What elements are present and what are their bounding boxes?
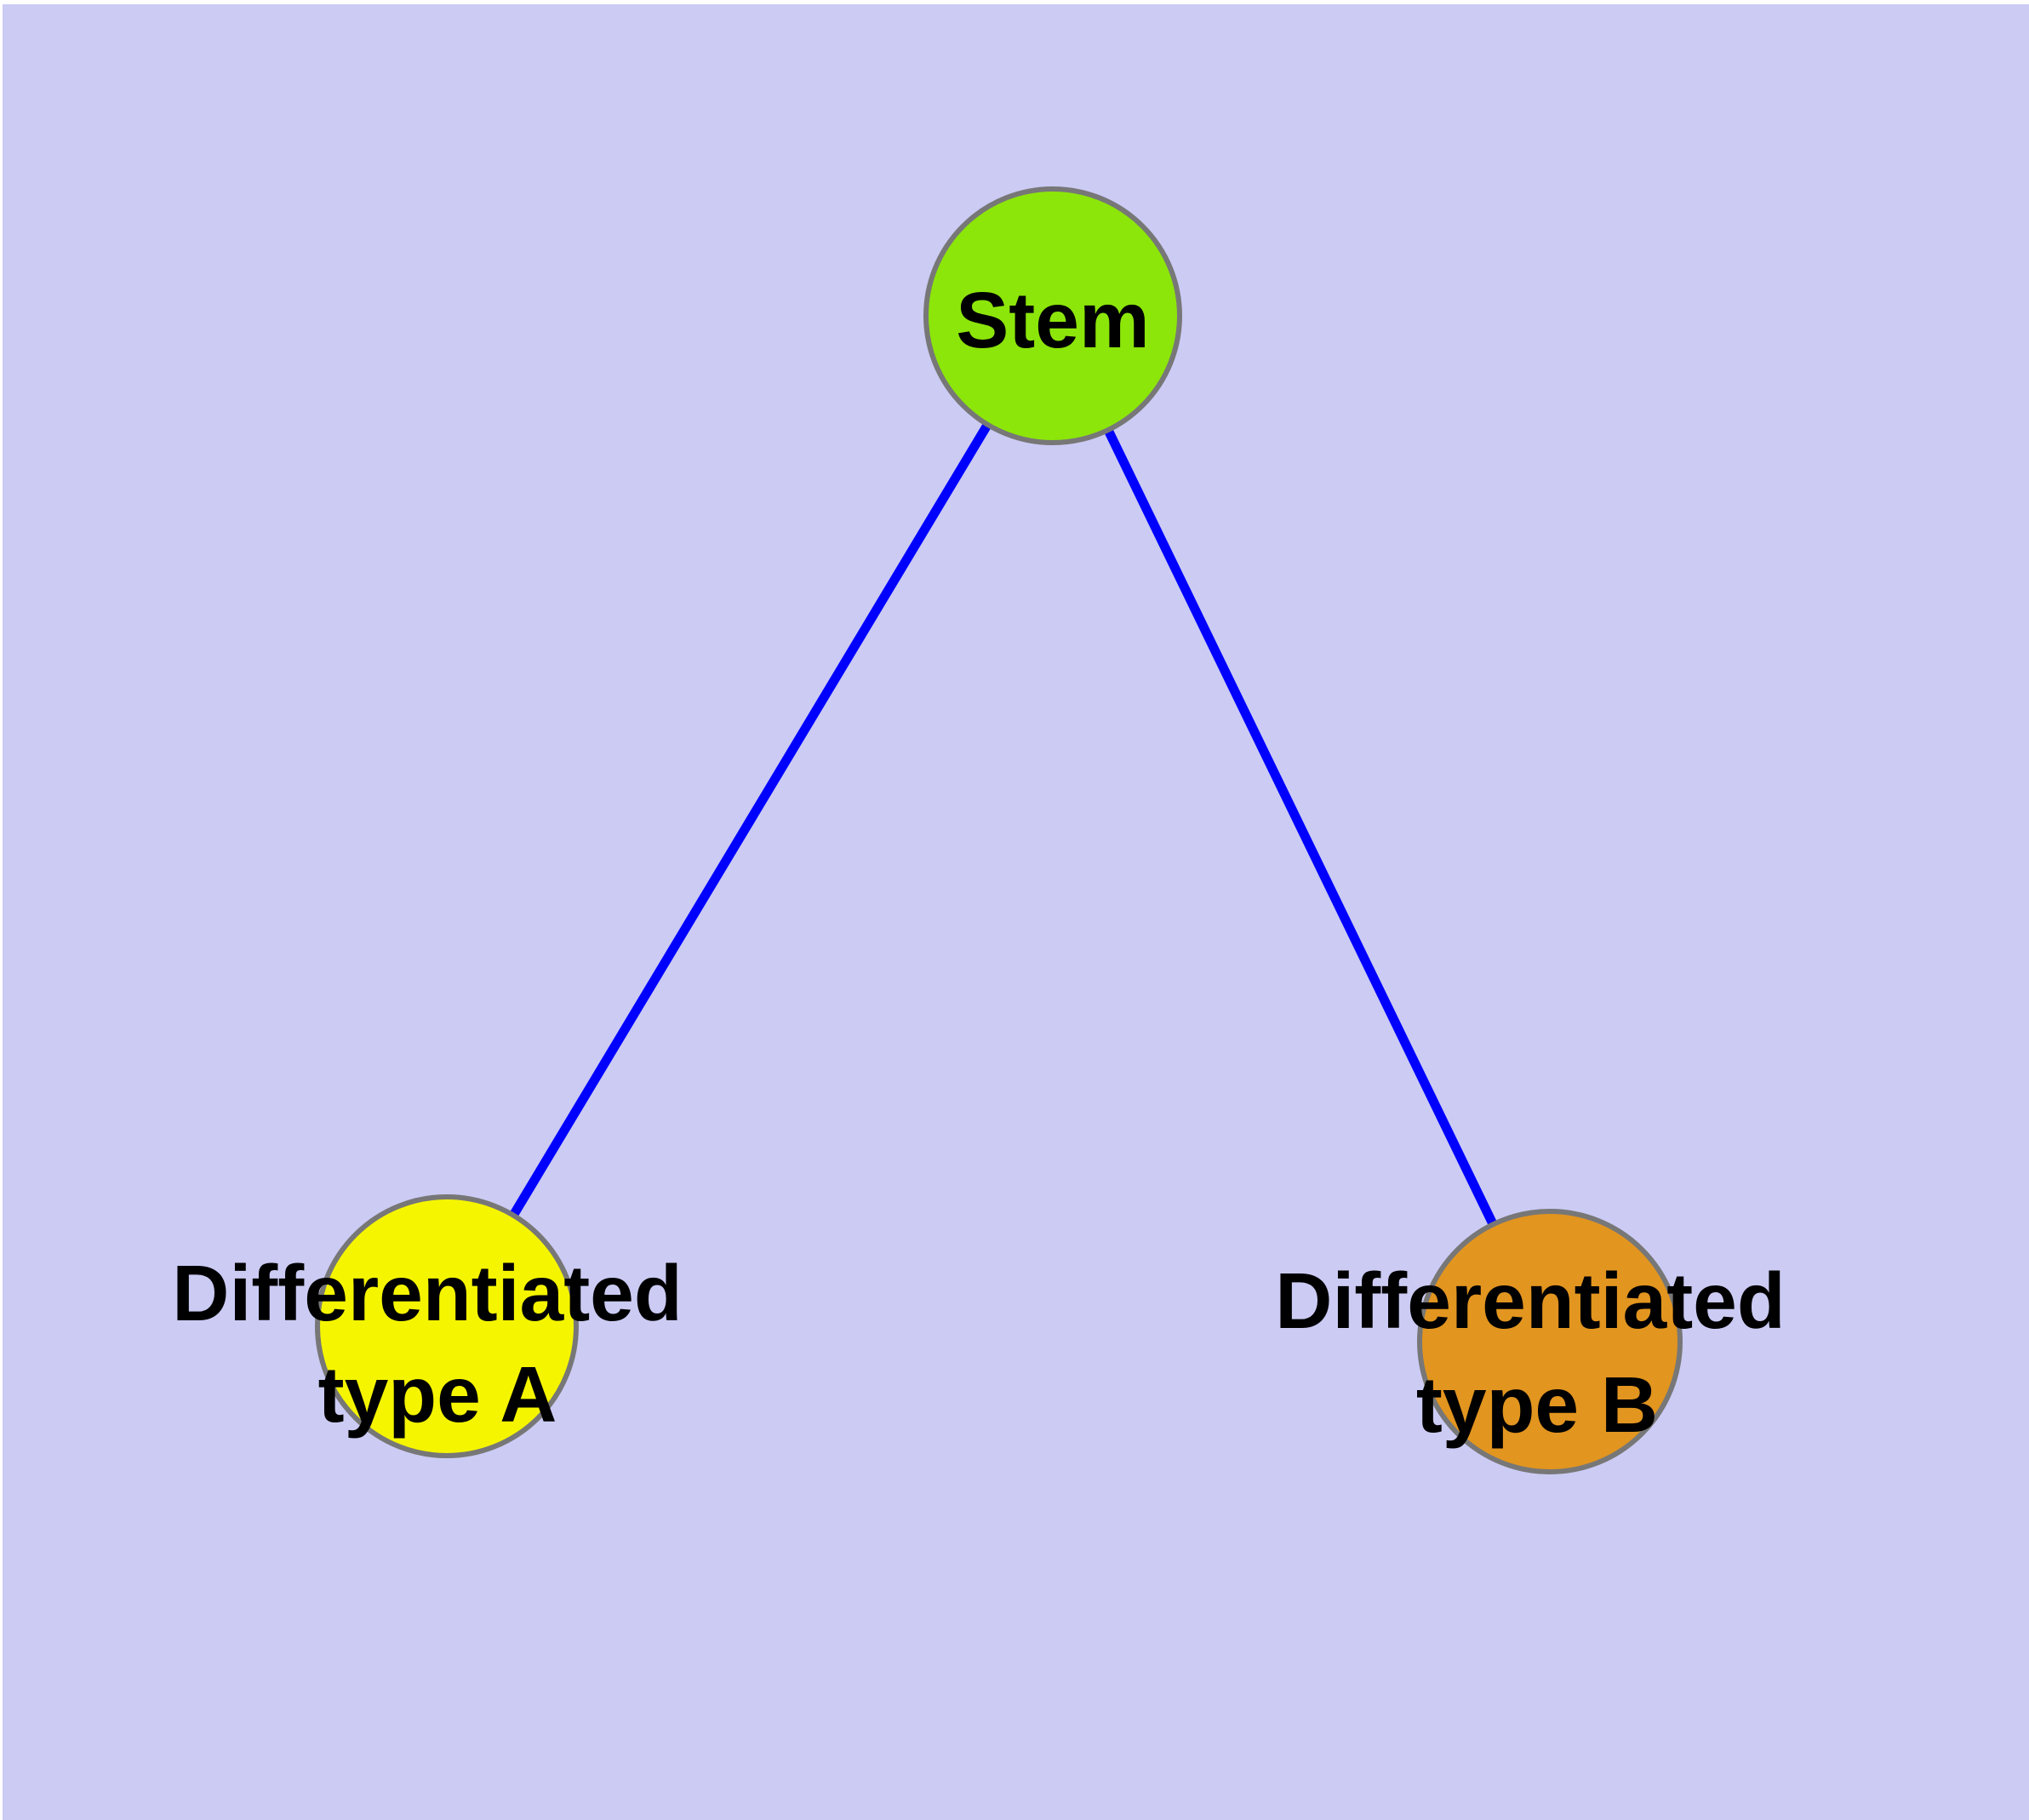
type-b-node bbox=[1417, 1209, 1683, 1474]
type-b-label-line2: type B bbox=[1416, 1360, 1658, 1449]
stem-label: Stem bbox=[956, 276, 1149, 364]
edge-stem-to-type-b bbox=[1049, 313, 1554, 1344]
stem-node bbox=[923, 186, 1182, 445]
edge-stem-to-type-a bbox=[443, 313, 1057, 1329]
type-a-label-line1: Differentiated bbox=[172, 1249, 682, 1337]
type-a-node bbox=[315, 1194, 579, 1458]
type-a-label-line2: type A bbox=[318, 1350, 557, 1439]
type-b-label-line1: Differentiated bbox=[1275, 1256, 1785, 1345]
